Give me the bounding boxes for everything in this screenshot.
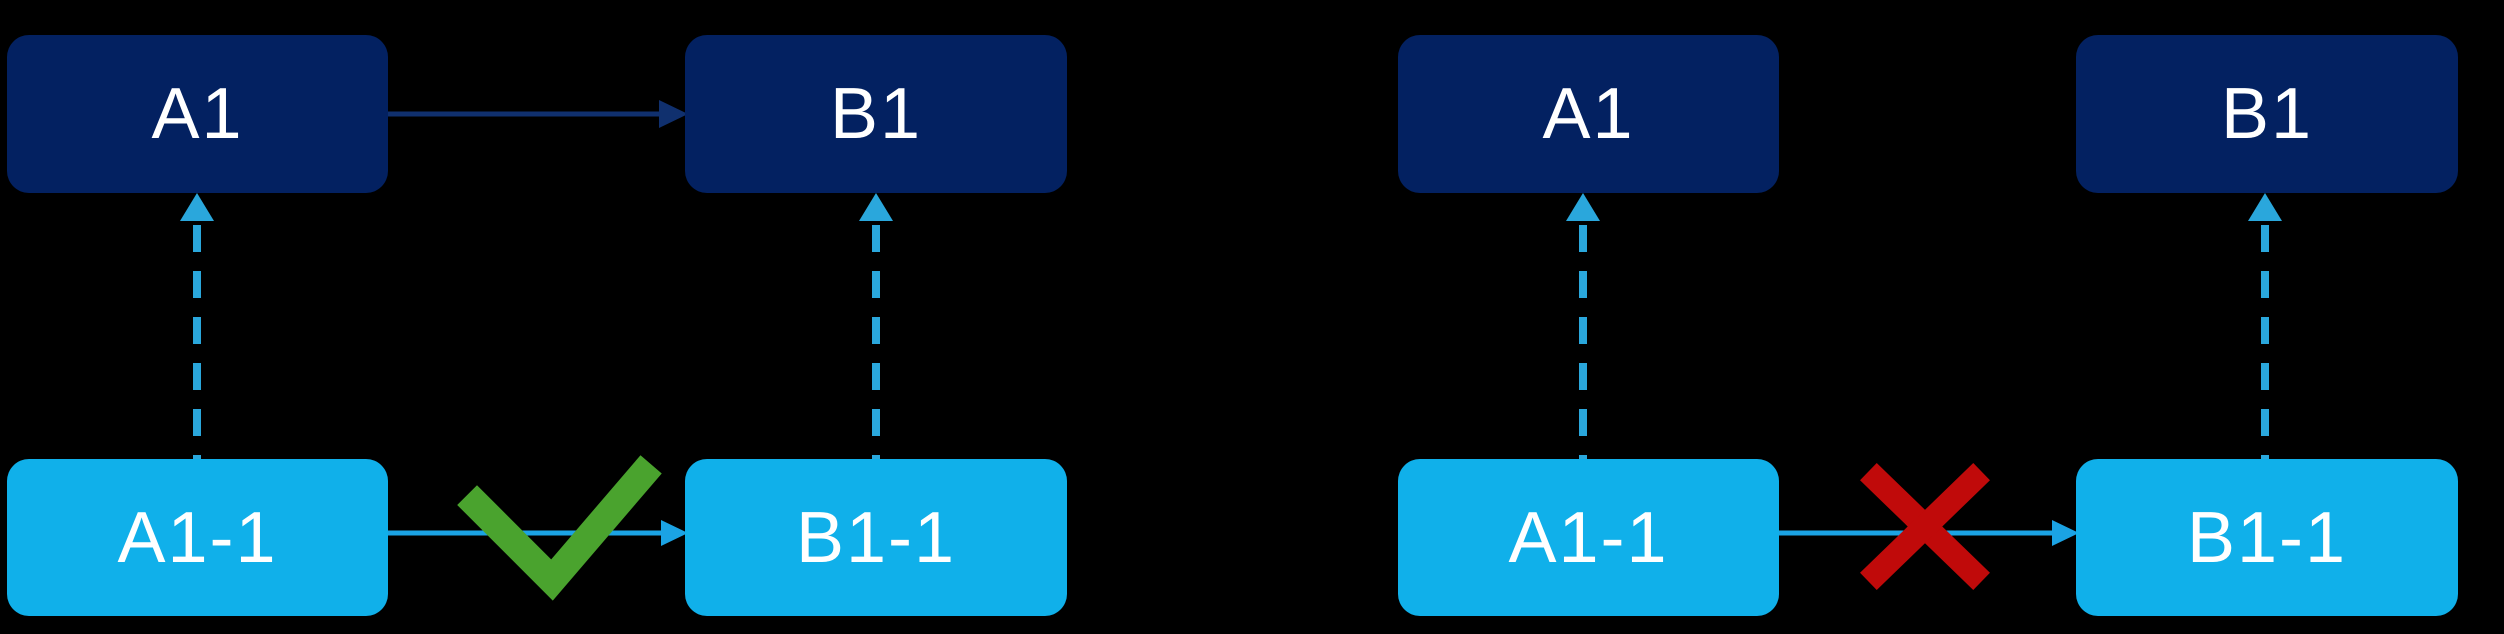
node-label: B1 <box>829 74 923 154</box>
dashed-link-a <box>180 193 214 459</box>
node-label: A1-1 <box>117 497 278 578</box>
node-label: B1-1 <box>2186 497 2348 578</box>
node-parent-b: B1 <box>685 35 1067 193</box>
node-child-b: B1-1 <box>685 459 1067 616</box>
node-parent-b: B1 <box>2076 35 2458 193</box>
panel-blocked-links <box>1566 193 2282 590</box>
node-label: A1-1 <box>1508 497 1669 578</box>
node-child-a: A1-1 <box>1398 459 1779 616</box>
node-parent-a: A1 <box>7 35 388 193</box>
node-child-a: A1-1 <box>7 459 388 616</box>
node-label: A1 <box>151 74 244 154</box>
node-label: B1-1 <box>795 497 957 578</box>
panel-blocked: A1 B1 A1-1 B1-1 <box>1398 0 2458 634</box>
node-parent-a: A1 <box>1398 35 1779 193</box>
node-label: A1 <box>1542 74 1635 154</box>
node-label: B1 <box>2220 74 2314 154</box>
panel-allowed-links <box>180 100 893 601</box>
cross-icon <box>1860 463 1990 590</box>
parent-link-arrow <box>388 100 688 128</box>
dashed-link-b <box>859 193 893 459</box>
node-child-b: B1-1 <box>2076 459 2458 616</box>
dashed-link-a <box>1566 193 1600 459</box>
child-link-arrow <box>388 520 688 546</box>
dashed-link-b <box>2248 193 2282 459</box>
panel-allowed: A1 B1 A1-1 B1-1 <box>7 0 1067 634</box>
checkmark-icon <box>457 455 662 601</box>
